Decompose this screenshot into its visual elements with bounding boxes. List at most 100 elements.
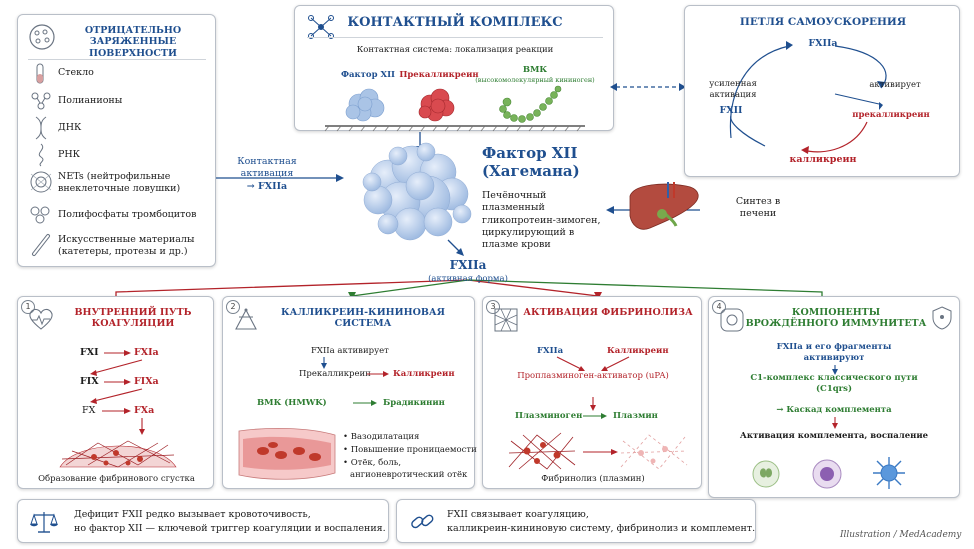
dissolved-clot-icon bbox=[620, 434, 688, 470]
kk-arrows bbox=[321, 357, 389, 406]
fib-source-fxiia: FXIIa bbox=[537, 346, 564, 356]
panel-intrinsic-pathway: 1 ВНУТРЕННИЙ ПУТЬ КОАГУЛЯЦИИ FXI FXIa FI… bbox=[17, 296, 214, 489]
protein-label-fxii: Фактор XII bbox=[340, 70, 396, 80]
panel-title: КАЛЛИКРЕИН-КИНИНОВАЯ СИСТЕМА bbox=[280, 307, 446, 330]
footer-right-line1: FXII связывает коагуляцию, bbox=[447, 509, 589, 520]
contact-complex-title: КОНТАКТНЫЙ КОМПЛЕКС bbox=[347, 15, 563, 30]
surface-item-label: Стекло bbox=[58, 67, 94, 78]
loop-right-node: прекалликреин bbox=[852, 110, 930, 120]
panel-kallikrein-kinin: 2 КАЛЛИКРЕИН-КИНИНОВАЯ СИСТЕМА FXIIa акт… bbox=[222, 296, 477, 489]
loop-bottom-node: калликреин bbox=[789, 154, 857, 165]
neutrophil-icon bbox=[752, 460, 780, 488]
cascade-step: FXI bbox=[80, 347, 99, 358]
synthesis-label: Синтез в печени bbox=[735, 196, 781, 219]
protein-label-prekallikrein: Прекалликреин bbox=[399, 70, 479, 80]
immune-line3: → Каскад комплемента bbox=[776, 405, 892, 415]
surface-item-label: Полианионы bbox=[58, 95, 123, 106]
dendritic-cell-icon bbox=[873, 457, 905, 489]
loop-arrows bbox=[729, 41, 887, 154]
network-icon bbox=[308, 15, 334, 39]
shield-icon bbox=[932, 306, 952, 330]
contact-activation-arrow: → FXIIa bbox=[246, 181, 288, 192]
footer-left-line1: Дефицит FXII редко вызывает кровоточивос… bbox=[74, 509, 311, 520]
kk-hmwk: ВМК (HMWK) bbox=[257, 398, 327, 408]
rna-icon bbox=[38, 143, 44, 167]
panel-title: АКТИВАЦИЯ ФИБРИНОЛИЗА bbox=[523, 307, 693, 318]
loop-title: ПЕТЛЯ САМОУСКОРЕНИЯ bbox=[739, 16, 907, 28]
cascade-step-active: FXa bbox=[134, 405, 155, 416]
fib-dissolve-arrow bbox=[583, 449, 618, 455]
fib-plasminogen: Плазминоген bbox=[515, 411, 583, 421]
kk-kallikrein: Калликреин bbox=[393, 369, 455, 379]
immune-arrows bbox=[832, 365, 838, 429]
footer-left-line2: но фактор XII — ключевой триггер коагуля… bbox=[74, 523, 386, 534]
footer-note-right: FXII связывает коагуляцию, калликреин-ки… bbox=[396, 499, 756, 543]
panel-fibrinolysis: 3 АКТИВАЦИЯ ФИБРИНОЛИЗА FXIIa Калликреин… bbox=[482, 296, 702, 489]
platelet-icon bbox=[30, 206, 50, 224]
contact-complex-subtitle: Контактная система: локализация реакции bbox=[356, 45, 554, 55]
surface-item-label: РНК bbox=[58, 149, 81, 160]
dashed-connector bbox=[610, 83, 686, 91]
liver-icon bbox=[629, 182, 699, 230]
intact-clot-icon bbox=[508, 432, 576, 470]
link-chain-icon bbox=[411, 514, 434, 529]
loop-left-node: FXII bbox=[719, 105, 743, 116]
factor-xii-title: Фактор XII (Хагемана) bbox=[482, 144, 580, 180]
credit: Illustration / MedAcademy bbox=[840, 530, 962, 540]
panel-innate-immunity: 4 КОМПОНЕНТЫ ВРОЖДЁННОГО ИММУНИТЕТА FXII… bbox=[708, 296, 960, 498]
heart-pulse-icon bbox=[29, 308, 53, 330]
factor-xii-description: Печёночный плазменный гликопротеин-зимог… bbox=[482, 190, 601, 251]
loop-right-label: активирует bbox=[869, 80, 921, 90]
immune-line1: FXIIa и его фрагменты активируют bbox=[776, 342, 892, 364]
protein-label-hmwk: ВМК bbox=[522, 65, 548, 75]
fib-upa: Проплазминоген-активатор (uPA) bbox=[517, 371, 669, 381]
kk-effect: • Отёк, боль, bbox=[343, 458, 402, 468]
blood-vessel-icon bbox=[238, 427, 336, 480]
immune-line4: Активация комплемента, воспаление bbox=[739, 431, 929, 441]
loop-top-node: FXIIa bbox=[808, 38, 838, 49]
panel-number: 1 bbox=[21, 300, 35, 314]
kk-effect: • Вазодилатация bbox=[343, 432, 420, 442]
loop-left-label: усиленная активация bbox=[709, 79, 757, 100]
molecule-icon bbox=[31, 92, 51, 110]
balance-scale-icon bbox=[30, 512, 58, 533]
scales-triangle-icon bbox=[235, 308, 257, 330]
panel-number: 2 bbox=[226, 300, 240, 314]
fxii-molecule-icon bbox=[324, 85, 585, 132]
cascade-arrows bbox=[90, 350, 145, 435]
cascade-step-active: FIXa bbox=[134, 376, 159, 387]
contact-complex-card: КОНТАКТНЫЙ КОМПЛЕКС Контактная система: … bbox=[294, 5, 614, 132]
cell-icon bbox=[720, 308, 744, 332]
fib-arrows bbox=[556, 356, 630, 419]
surfaces-title: ОТРИЦАТЕЛЬНО ЗАРЯЖЕННЫЕ ПОВЕРХНОСТИ bbox=[84, 25, 182, 59]
dna-icon bbox=[35, 116, 47, 140]
fxiia-label: FXIIa bbox=[449, 258, 487, 272]
panel-number: 3 bbox=[486, 300, 500, 314]
panel-caption: Образование фибринового сгустка bbox=[38, 474, 195, 484]
surfaces-card: ОТРИЦАТЕЛЬНО ЗАРЯЖЕННЫЕ ПОВЕРХНОСТИ Стек… bbox=[17, 14, 216, 267]
fib-source-kallikrein: Калликреин bbox=[607, 346, 669, 356]
monocyte-icon bbox=[812, 459, 842, 489]
fib-plasmin: Плазмин bbox=[613, 411, 658, 421]
kk-bradykinin: Брадикинин bbox=[383, 398, 445, 408]
contact-activation-label: Контактная активация bbox=[237, 156, 297, 179]
cascade-step: FX bbox=[82, 405, 96, 416]
kk-line1: FXIIa активирует bbox=[311, 346, 389, 356]
kk-effect: • Повышение проницаемости bbox=[343, 445, 477, 455]
kk-prekallikrein: Прекалликреин bbox=[299, 369, 371, 379]
surface-item-label: Полифосфаты тромбоцитов bbox=[58, 209, 197, 220]
cascade-step: FIX bbox=[80, 376, 99, 387]
fxiia-sublabel: (активная форма) bbox=[428, 274, 508, 284]
panel-title: КОМПОНЕНТЫ ВРОЖДЁННОГО ИММУНИТЕТА bbox=[745, 307, 927, 330]
surface-item-label: Искусственные материалы (катетеры, проте… bbox=[58, 234, 195, 258]
net-cell-icon bbox=[30, 171, 52, 193]
fxii-protein-icon bbox=[362, 142, 472, 241]
test-tube-icon bbox=[36, 63, 44, 84]
cascade-step-active: FXIa bbox=[134, 347, 159, 358]
catheter-icon bbox=[32, 234, 50, 256]
footer-right-line2: калликреин-кининовую систему, фибринолиз… bbox=[447, 523, 756, 534]
surface-item-label: ДНК bbox=[58, 122, 82, 133]
surface-item-label: NETs (нейтрофильные внеклеточные ловушки… bbox=[58, 171, 181, 195]
fibrin-clot-icon bbox=[59, 440, 177, 468]
footer-note-left: Дефицит FXII редко вызывает кровоточивос… bbox=[17, 499, 389, 543]
